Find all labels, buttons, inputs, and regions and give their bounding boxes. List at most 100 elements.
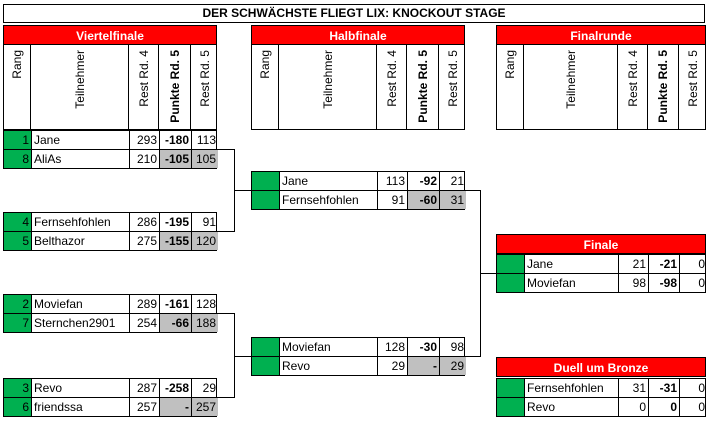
table-row: 4 Fernsehfohlen 286 -195 91: [3, 212, 217, 232]
participant-name: Fernsehfohlen: [31, 213, 129, 231]
table-row: Revo 29 - 29: [251, 356, 466, 376]
participant-name: Jane: [524, 255, 618, 273]
punkte-rd5-value: -21: [648, 255, 679, 273]
rest-rd4-value: 113: [377, 172, 407, 190]
participant-name: Sternchen2901: [31, 314, 129, 332]
header-finale: Finale: [496, 234, 706, 254]
table-row: 8 AliAs 210 -105 105: [3, 149, 218, 169]
header-bronze: Duell um Bronze: [496, 357, 706, 377]
col-punkte-rd5: Punkte Rd. 5: [415, 50, 430, 123]
col-rest-rd4: Rest Rd. 4: [625, 50, 640, 107]
rest-rd5-value: 113: [191, 131, 218, 149]
rest-rd5-value: 105: [191, 150, 218, 168]
rest-rd4-value: 210: [129, 150, 159, 168]
rank-cell: [252, 172, 279, 190]
rest-rd5-value: 91: [191, 213, 218, 231]
table-row: Jane 113 -92 21: [251, 171, 465, 191]
col-rang: Rang: [503, 50, 517, 79]
col-teilnehmer: Teilnehmer: [72, 50, 87, 109]
rest-rd5-value: 128: [191, 295, 218, 313]
rest-rd4-value: 91: [377, 191, 407, 209]
rank-cell: [497, 255, 524, 273]
table-row: Jane 21 -21 0: [496, 254, 706, 274]
participant-name: Moviefan: [31, 295, 129, 313]
table-row: Moviefan 128 -30 98: [251, 337, 465, 357]
rest-rd4-value: 31: [618, 379, 648, 397]
punkte-rd5-value: 0: [648, 398, 679, 416]
punkte-rd5-value: -60: [407, 191, 439, 209]
rank-cell: 7: [4, 314, 31, 332]
col-rest-rd5: Rest Rd. 5: [686, 50, 700, 107]
col-rang: Rang: [258, 50, 272, 79]
table-row: 7 Sternchen2901 254 -66 188: [3, 313, 218, 333]
table-row: 5 Belthazor 275 -155 120: [3, 231, 218, 251]
rest-rd4-value: 257: [129, 398, 159, 416]
rest-rd4-value: 29: [377, 357, 407, 375]
punkte-rd5-value: -98: [648, 274, 679, 292]
rank-cell: 4: [4, 213, 31, 231]
table-row: Fernsehfohlen 91 -60 31: [251, 190, 466, 210]
col-teilnehmer: Teilnehmer: [320, 50, 335, 109]
rest-rd5-value: 29: [439, 357, 466, 375]
rank-cell: 2: [4, 295, 31, 313]
punkte-rd5-value: -155: [159, 232, 191, 250]
rest-rd5-value: 21: [439, 172, 466, 190]
punkte-rd5-value: -105: [159, 150, 191, 168]
participant-name: friendssa: [31, 398, 129, 416]
col-rest-rd5: Rest Rd. 5: [197, 50, 212, 107]
punkte-rd5-value: -66: [159, 314, 191, 332]
participant-name: Revo: [279, 357, 377, 375]
col-punkte-rd5: Punkte Rd. 5: [656, 50, 670, 123]
col-rest-rd4: Rest Rd. 4: [384, 50, 399, 107]
punkte-rd5-value: -30: [407, 338, 439, 356]
col-punkte-rd5: Punkte Rd. 5: [167, 50, 182, 123]
column-headers-viertelfinale: Rang Teilnehmer Rest Rd. 4 Punkte Rd. 5 …: [3, 44, 217, 130]
rest-rd4-value: 98: [618, 274, 648, 292]
rest-rd5-value: 120: [191, 232, 218, 250]
rest-rd4-value: 0: [618, 398, 648, 416]
rest-rd4-value: 21: [618, 255, 648, 273]
rest-rd5-value: 188: [191, 314, 218, 332]
header-finalrunde: Finalrunde: [496, 25, 706, 45]
column-headers-finalrunde: Rang Teilnehmer Rest Rd. 4 Punkte Rd. 5 …: [496, 44, 706, 130]
participant-name: Revo: [31, 379, 129, 397]
rank-cell: [497, 398, 524, 416]
table-row: Moviefan 98 -98 0: [496, 273, 706, 293]
rest-rd4-value: 293: [129, 131, 159, 149]
participant-name: Moviefan: [524, 274, 618, 292]
rest-rd4-value: 289: [129, 295, 159, 313]
rank-cell: 3: [4, 379, 31, 397]
rank-cell: 8: [4, 150, 31, 168]
table-row: 2 Moviefan 289 -161 128: [3, 294, 217, 314]
participant-name: Moviefan: [279, 338, 377, 356]
participant-name: Belthazor: [31, 232, 129, 250]
punkte-rd5-value: -: [159, 398, 191, 416]
page-title: DER SCHWÄCHSTE FLIEGT LIX: KNOCKOUT STAG…: [3, 4, 705, 23]
col-rang: Rang: [10, 50, 24, 79]
col-teilnehmer: Teilnehmer: [563, 50, 578, 109]
punkte-rd5-value: -195: [159, 213, 191, 231]
header-viertelfinale: Viertelfinale: [3, 25, 217, 45]
participant-name: Fernsehfohlen: [279, 191, 377, 209]
rest-rd5-value: 29: [191, 379, 218, 397]
rest-rd4-value: 275: [129, 232, 159, 250]
rank-cell: [252, 191, 279, 209]
rest-rd4-value: 287: [129, 379, 159, 397]
rest-rd4-value: 286: [129, 213, 159, 231]
rest-rd5-value: 0: [679, 255, 707, 273]
rank-cell: [252, 338, 279, 356]
participant-name: Revo: [524, 398, 618, 416]
rank-cell: 6: [4, 398, 31, 416]
rest-rd5-value: 0: [679, 274, 707, 292]
rank-cell: [497, 274, 524, 292]
rank-cell: [497, 379, 524, 397]
punkte-rd5-value: -258: [159, 379, 191, 397]
participant-name: AliAs: [31, 150, 129, 168]
participant-name: Fernsehfohlen: [524, 379, 618, 397]
punkte-rd5-value: -31: [648, 379, 679, 397]
col-rest-rd5: Rest Rd. 5: [445, 50, 460, 107]
participant-name: Jane: [31, 131, 129, 149]
table-row: 1 Jane 293 -180 113: [3, 130, 217, 150]
punkte-rd5-value: -92: [407, 172, 439, 190]
table-row: 3 Revo 287 -258 29: [3, 378, 217, 398]
